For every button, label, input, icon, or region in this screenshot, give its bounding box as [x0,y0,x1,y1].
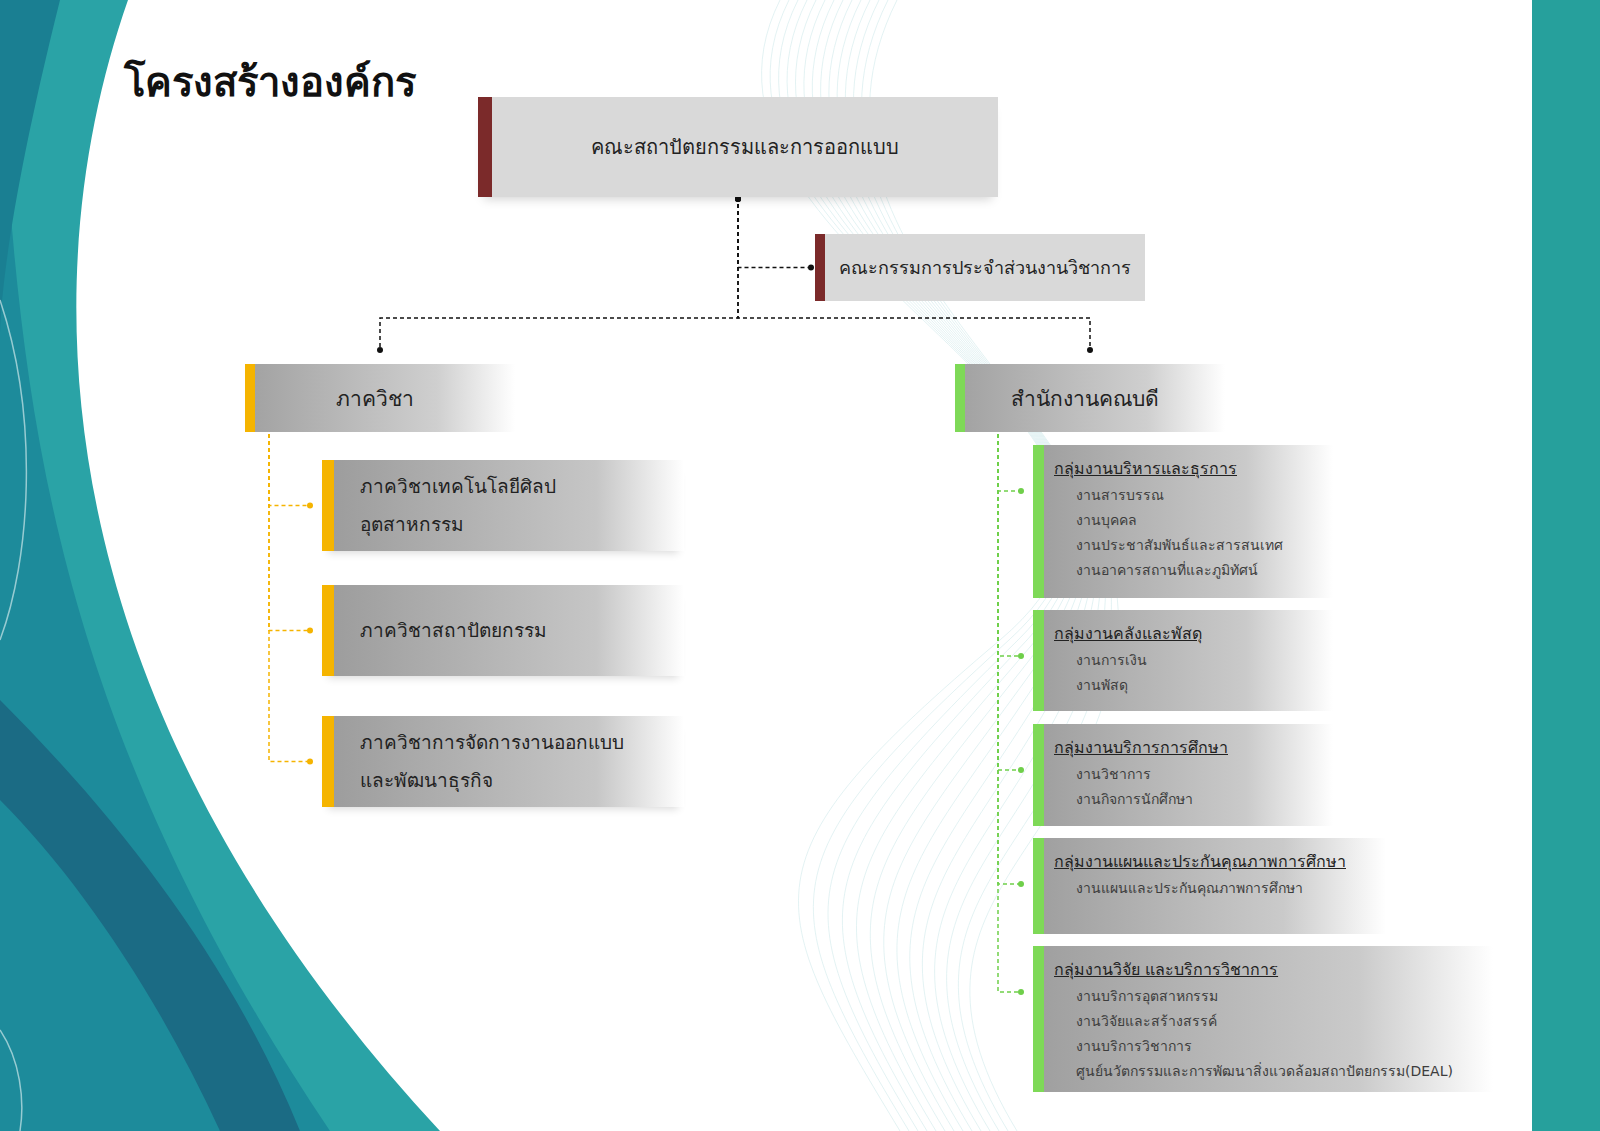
page-title: โครงสร้างองค์กร [124,50,416,114]
group-heading: กลุ่มงานบริการการศึกษา [1054,734,1293,762]
committee-box: คณะกรรมการประจำส่วนงานวิชาการ [815,234,1145,301]
department-box: ภาควิชาเทคโนโลยีศิลปอุตสาหกรรม [322,460,684,551]
node-label: คณะกรรมการประจำส่วนงานวิชาการ [839,253,1131,282]
connector-line [269,434,310,506]
group-item: งานสารบรรณ [1054,483,1293,508]
group-item: งานวิจัยและสร้างสรรค์ [1054,1009,1453,1034]
node-label: ภาควิชาเทคโนโลยีศิลปอุตสาหกรรม [360,468,644,542]
connector-dot [1018,488,1024,494]
workgroup-box: กลุ่มงานบริการการศึกษางานวิชาการงานกิจกา… [1033,724,1333,826]
workgroup-box: กลุ่มงานคลังและพัสดุงานการเงินงานพัสดุ [1033,610,1333,711]
group-item: งานการเงิน [1054,648,1293,673]
group-item: งานประชาสัมพันธ์และสารสนเทศ [1054,533,1293,558]
group-item: งานพัสดุ [1054,673,1293,698]
node-label: ภาควิชาการจัดการงานออกแบบ และพัฒนาธุรกิจ [360,724,644,798]
teal-band-light [0,0,60,340]
white-arc [0,300,26,640]
workgroup-box: กลุ่มงานวิจัย และบริการวิชาการงานบริการอ… [1033,946,1493,1092]
group-heading: กลุ่มงานวิจัย และบริการวิชาการ [1054,956,1453,984]
workgroup-box: กลุ่มงานบริหารและธุรการงานสารบรรณงานบุคค… [1033,445,1333,598]
group-item: งานอาคารสถานที่และภูมิทัศน์ [1054,558,1293,583]
connector-line [998,434,1021,992]
connector-dot [1018,653,1024,659]
connector-line [998,434,1021,491]
group-heading: กลุ่มงานคลังและพัสดุ [1054,620,1293,648]
teal-sweep-dark [0,60,330,1131]
connector-line [269,434,310,762]
workgroup-box: กลุ่มงานแผนและประกันคุณภาพการศึกษางานแผน… [1033,838,1386,934]
division-box: ภาควิชา [245,364,515,432]
teal-band [0,700,300,1131]
connector-line [998,434,1021,770]
teal-sweep [0,0,440,1131]
connector-dot [1018,989,1024,995]
group-item: งานกิจการนักศึกษา [1054,787,1293,812]
connector-dot [307,759,313,765]
connector-line [998,434,1021,884]
group-item: งานบริการวิชาการ [1054,1034,1453,1059]
department-box: ภาควิชาสถาปัตยกรรม [322,585,684,676]
connector-line [738,197,811,268]
group-item: งานแผนและประกันคุณภาพการศึกษา [1054,876,1346,901]
connector-dot [307,628,313,634]
group-item: ศูนย์นวัตกรรมและการพัฒนาสิ่งแวดล้อมสถาปั… [1054,1059,1453,1084]
node-label: ภาควิชาสถาปัตยกรรม [360,612,547,649]
connector-dot [1018,881,1024,887]
node-label: ภาควิชา [336,382,414,415]
connector-line [998,434,1021,656]
node-label: สำนักงานคณบดี [1011,382,1159,415]
connector-dot [377,347,383,353]
connector-line [380,197,738,350]
connector-line [269,434,310,631]
faculty-box: คณะสถาปัตยกรรมและการออกแบบ [478,97,998,197]
group-item: งานบุคคล [1054,508,1293,533]
department-box: ภาควิชาการจัดการงานออกแบบ และพัฒนาธุรกิจ [322,716,684,807]
group-item: งานวิชาการ [1054,762,1293,787]
connector-dot [307,503,313,509]
node-label: คณะสถาปัตยกรรมและการออกแบบ [591,131,899,163]
group-item: งานบริการอุตสาหกรรม [1054,984,1453,1009]
white-arc [0,1030,22,1131]
right-bar [1532,0,1600,1131]
group-heading: กลุ่มงานบริหารและธุรการ [1054,455,1293,483]
division-box: สำนักงานคณบดี [955,364,1225,432]
connector-dot [1087,347,1093,353]
connector-dot [1018,767,1024,773]
connector-dot [808,265,814,271]
group-heading: กลุ่มงานแผนและประกันคุณภาพการศึกษา [1054,848,1346,876]
